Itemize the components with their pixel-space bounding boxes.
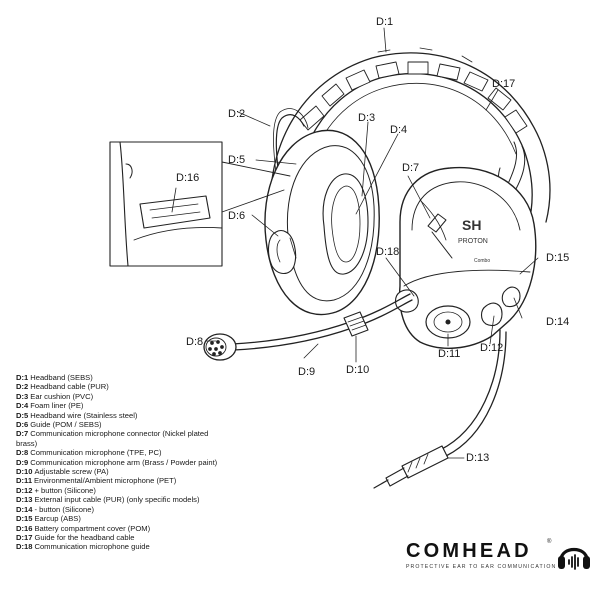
legend-item-text: Earcup (ABS): [34, 514, 81, 524]
callout-external-cable: D:13: [466, 452, 490, 464]
legend-item-code: D:15: [16, 514, 33, 524]
callout-headband: D:1: [376, 16, 394, 28]
leader-lines: [171, 27, 539, 459]
legend-item-code: D:17: [16, 532, 33, 542]
legend-item-code: D:5: [16, 410, 29, 420]
legend-item-text: Guide (POM / SEBS): [30, 420, 102, 430]
callout-guide: D:6: [228, 210, 246, 222]
legend-item-code: D:11: [16, 476, 33, 486]
left-guide: [267, 229, 297, 275]
legend-item-code: D:9: [16, 457, 29, 467]
legend-item-text: Adjustable screw (PA): [34, 467, 109, 477]
legend-item-text: Communication microphone connector (Nick…: [30, 429, 209, 439]
legend-item-code: D:7: [16, 429, 29, 439]
left-earcup: [264, 129, 380, 316]
legend-item-code: D:8: [16, 448, 29, 458]
callout-headband-cable: D:2: [228, 108, 246, 120]
legend-item-code: D:1: [16, 373, 29, 382]
legend-item-text: Environmental/Ambient microphone (PET): [34, 476, 177, 486]
legend-item-text: Communication microphone (TPE, PC): [30, 448, 162, 458]
device-label-line1: SH: [462, 217, 481, 233]
mic-guide: [394, 289, 419, 313]
legend-item-text: Headband wire (Stainless steel): [30, 410, 138, 420]
legend-item-code: D:6: [16, 420, 29, 430]
headset-logo-icon: [558, 547, 590, 570]
legend-item-text: - button (Silicone): [34, 504, 94, 514]
callout-headband-cable-guide: D:17: [492, 78, 516, 90]
microphone-arm: [203, 293, 413, 361]
legend-item-text: + button (Silicone): [34, 485, 96, 495]
legend-item-text: Guide for the headband cable: [34, 532, 135, 542]
battery-inset: [109, 141, 291, 267]
legend-item-text: Communication microphone arm (Brass / Po…: [30, 457, 218, 467]
callout-plus-button: D:12: [480, 342, 504, 354]
callout-minus-button: D:14: [546, 316, 570, 328]
legend-item-code: D:18: [16, 542, 33, 552]
callout-headband-wire: D:5: [228, 154, 246, 166]
legend-item-code: D:2: [16, 382, 29, 392]
legend-item-code: D:12: [16, 485, 33, 495]
legend-item-text: Battery compartment cover (POM): [34, 523, 151, 533]
foam-liner: [322, 173, 369, 275]
callout-ear-cushion: D:3: [358, 112, 376, 124]
legend-item-text: Ear cushion (PVC): [30, 391, 94, 401]
callout-mic-arm: D:9: [298, 366, 316, 378]
legend-item-code: D:4: [16, 401, 29, 411]
right-earcup: SH PROTON Combo: [394, 166, 537, 349]
communication-microphone: [203, 333, 237, 361]
legend-item-continuation: brass): [16, 438, 38, 448]
callout-mic-guide: D:18: [376, 246, 400, 258]
external-input-cable: [373, 329, 507, 489]
legend-item: D:14- button (Silicone): [16, 505, 356, 514]
device-label-line3: Combo: [474, 258, 490, 264]
legend-item: D:12+ button (Silicone): [16, 486, 356, 495]
plus-button: [480, 302, 503, 327]
battery-cover: [139, 195, 211, 229]
legend-item-code: D:10: [16, 467, 33, 477]
legend-item-text: External input cable (PUR) (only specifi…: [34, 495, 200, 505]
callout-earcup: D:15: [546, 252, 570, 264]
legend-item-code: D:16: [16, 523, 33, 533]
legend-item-text: Foam liner (PE): [30, 401, 84, 411]
legend-item-text: Communication microphone guide: [34, 542, 150, 552]
callout-ambient-microphone: D:11: [438, 348, 461, 360]
callout-foam-liner: D:4: [390, 124, 408, 136]
logo-wordmark: COMHEAD: [406, 540, 532, 562]
logo-registered-mark: ®: [547, 539, 552, 545]
legend-item-code: D:13: [16, 495, 33, 505]
legend-item-code: D:3: [16, 391, 29, 401]
legend-item-code: D:14: [16, 504, 33, 514]
legend-item-text: Headband (SEBS): [30, 373, 93, 382]
comhead-logo: COMHEAD ® PROTECTIVE EAR TO EAR COMMUNIC…: [406, 536, 596, 586]
callout-battery-cover: D:16: [176, 172, 200, 184]
callout-communication-microphone: D:8: [186, 336, 204, 348]
device-label-line2: PROTON: [458, 238, 488, 245]
callout-adjustable-screw: D:10: [346, 364, 370, 376]
logo-tagline: PROTECTIVE EAR TO EAR COMMUNICATION: [406, 564, 557, 570]
callout-mic-connector: D:7: [402, 162, 420, 174]
legend-item-text: Headband cable (PUR): [30, 382, 109, 392]
